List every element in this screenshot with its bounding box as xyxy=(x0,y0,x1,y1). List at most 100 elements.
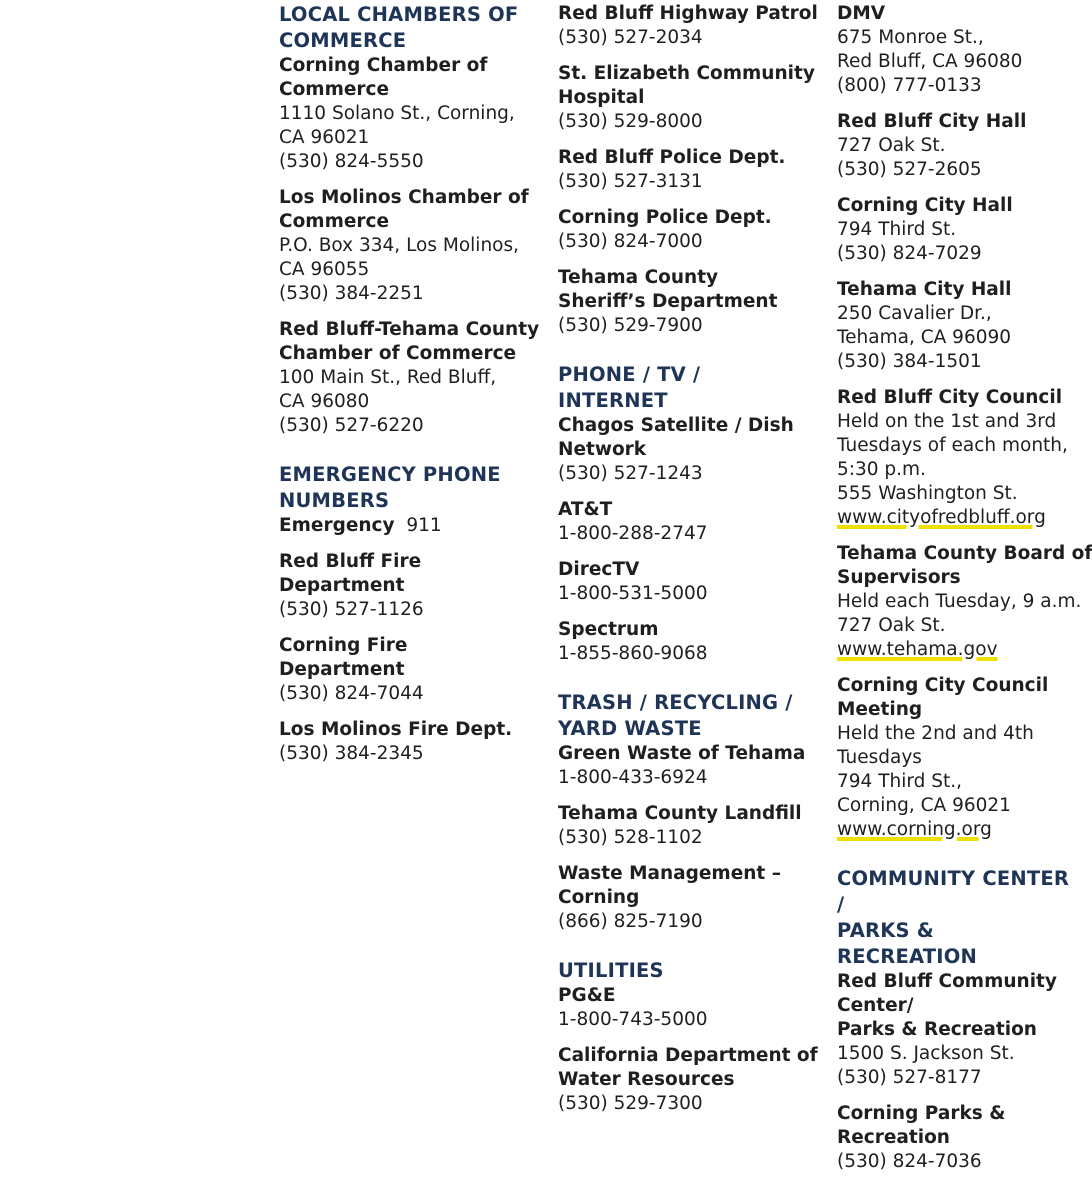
section-local-chambers-of-commerce: Local Chambers ofCommerceCorning Chamber… xyxy=(279,2,540,438)
website-line: www.corning.org xyxy=(837,818,1080,842)
section-heading: Community Center /Parks & Recreation xyxy=(837,866,1080,970)
section-heading-line: Yard Waste xyxy=(558,717,702,740)
contact-name: DirecTV xyxy=(558,559,640,580)
contact-detail: (530) 528-1102 xyxy=(558,827,703,848)
contact-detail: 555 Washington St. xyxy=(837,483,1018,504)
contact-entry: Corning Police Dept.(530) 824-7000 xyxy=(558,206,808,254)
contact-detail: 1110 Solano St., Corning, xyxy=(279,103,515,124)
contact-detail: (530) 527-3131 xyxy=(558,171,703,192)
website-link[interactable]: www.cityofredbluff.org xyxy=(837,507,1046,528)
contact-name: AT&T xyxy=(558,499,613,520)
contact-name: Tehama City Hall xyxy=(837,279,1012,300)
contact-detail: Tuesdays xyxy=(837,747,922,768)
website-line: www.tehama.gov xyxy=(837,638,1080,662)
contact-name: Center/ xyxy=(837,995,914,1016)
contact-entry: Tehama County Landfill (530) 528-1102 xyxy=(558,802,808,850)
contact-detail: (530) 527-1243 xyxy=(558,463,703,484)
contact-detail: (530) 527-8177 xyxy=(837,1067,982,1088)
contact-name: California Department of xyxy=(558,1045,818,1066)
contact-detail: 794 Third St. xyxy=(837,219,957,240)
website-link[interactable]: www.tehama.gov xyxy=(837,639,998,660)
contact-name: Chamber of Commerce xyxy=(279,343,517,364)
contact-name: Los Molinos Chamber of xyxy=(279,187,529,208)
contact-name: St. Elizabeth Community xyxy=(558,63,815,84)
contact-detail: 1-800-433-6924 xyxy=(558,767,708,788)
contact-detail: 675 Monroe St., xyxy=(837,27,984,48)
section-heading: Emergency PhoneNumbers xyxy=(279,462,524,514)
contact-detail: (530) 527-1126 xyxy=(279,599,424,620)
contact-detail: (530) 384-2251 xyxy=(279,283,424,304)
contact-detail: (530) 824-7029 xyxy=(837,243,982,264)
contact-detail: (530) 529-7300 xyxy=(558,1093,703,1114)
contact-name: Meeting xyxy=(837,699,923,720)
contact-detail: (530) 824-7036 xyxy=(837,1151,982,1172)
contact-detail: Tehama, CA 96090 xyxy=(837,327,1012,348)
section-heading: Phone / TV /Internet xyxy=(558,362,808,414)
contact-name: Corning Parks & xyxy=(837,1103,1006,1124)
contact-detail: (530) 527-2605 xyxy=(837,159,982,180)
contact-name: Network xyxy=(558,439,647,460)
contact-line: Emergency 911 xyxy=(279,514,524,538)
contact-name: Tehama County Board of xyxy=(837,543,1092,564)
contact-name: Red Bluff Police Dept. xyxy=(558,147,786,168)
contact-name: Chagos Satellite / Dish xyxy=(558,415,794,436)
contact-name: Red Bluff-Tehama County xyxy=(279,319,540,340)
contact-name: Spectrum xyxy=(558,619,659,640)
contact-name: Red Bluff City Council xyxy=(837,387,1063,408)
contact-name: Water Resources xyxy=(558,1069,735,1090)
contact-detail: 794 Third St., xyxy=(837,771,963,792)
contact-detail: 727 Oak St. xyxy=(837,135,946,156)
contact-entry: PG&E 1-800-743-5000 xyxy=(558,984,808,1032)
contact-detail: 5:30 p.m. xyxy=(837,459,926,480)
section-heading-line: Local Chambers of xyxy=(279,3,519,26)
website-line: www.cityofredbluff.org xyxy=(837,506,1080,530)
contact-detail: Red Bluff, CA 96080 xyxy=(837,51,1023,72)
contact-detail: CA 96021 xyxy=(279,127,370,148)
contact-detail: CA 96080 xyxy=(279,391,370,412)
contact-name: Corning City Hall xyxy=(837,195,1013,216)
contact-entry: Los Molinos Fire Dept.(530) 384-2345 xyxy=(279,718,524,766)
contact-name: PG&E xyxy=(558,985,616,1006)
contact-detail: 1-800-743-5000 xyxy=(558,1009,708,1030)
contact-detail: CA 96055 xyxy=(279,259,370,280)
contact-detail: (530) 527-2034 xyxy=(558,27,703,48)
contact-entry: Emergency 911 xyxy=(279,514,524,538)
contact-name: Corning Chamber of xyxy=(279,55,488,76)
contact-name: Corning xyxy=(558,887,640,908)
contact-name: Green Waste of Tehama xyxy=(558,743,806,764)
contact-name: Tehama County Landfill xyxy=(558,803,802,824)
contact-detail: 250 Cavalier Dr., xyxy=(837,303,992,324)
section-heading-line: Utilities xyxy=(558,959,664,982)
website-link[interactable]: www.corning.org xyxy=(837,819,992,840)
section-heading-line: Internet xyxy=(558,389,668,412)
contact-name: Corning Fire xyxy=(279,635,408,656)
contact-name: Red Bluff Highway Patrol xyxy=(558,3,818,24)
contact-detail: 727 Oak St. xyxy=(837,615,946,636)
column-1: Local Chambers ofCommerceCorning Chamber… xyxy=(279,2,540,790)
contact-name: Emergency xyxy=(279,515,395,536)
contact-detail: 100 Main St., Red Bluff, xyxy=(279,367,497,388)
contact-detail: (530) 384-2345 xyxy=(279,743,424,764)
contact-name: Department xyxy=(279,659,405,680)
contact-detail: Tuesdays of each month, xyxy=(837,435,1068,456)
contact-name: Sheriff’s Department xyxy=(558,291,778,312)
contact-name: Supervisors xyxy=(837,567,961,588)
